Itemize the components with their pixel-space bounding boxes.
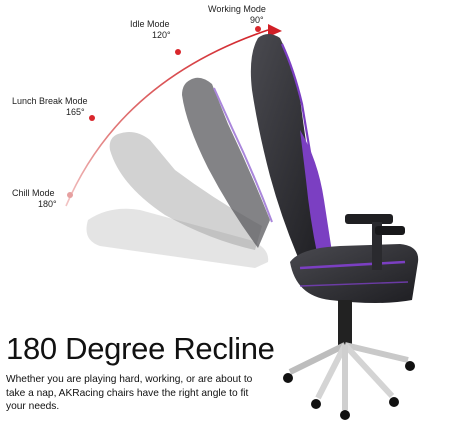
chair-ghost-120 — [182, 77, 273, 248]
mode-label-idle: Idle Mode 120° — [130, 19, 171, 41]
mode-name: Chill Mode — [12, 188, 55, 198]
chair-upright — [250, 34, 419, 420]
mode-angle: 120° — [152, 30, 171, 40]
mode-label-chill: Chill Mode 180° — [12, 188, 57, 210]
mode-name: Idle Mode — [130, 19, 170, 29]
headline: 180 Degree Recline — [6, 331, 275, 366]
mode-angle: 90° — [250, 15, 264, 25]
recline-arc — [65, 29, 269, 207]
arc-arrowhead — [268, 24, 282, 37]
mode-name: Working Mode — [208, 4, 266, 14]
arc-dot-180 — [67, 192, 73, 198]
arc-dot-90 — [255, 26, 261, 32]
chair-ghost-180 — [86, 208, 269, 268]
description: Whether you are playing hard, working, o… — [6, 374, 253, 412]
chair-ghost-165 — [109, 132, 263, 250]
mode-angle: 180° — [38, 199, 57, 209]
mode-label-lunch-break: Lunch Break Mode 165° — [12, 96, 88, 118]
arc-dot-165 — [89, 115, 95, 121]
mode-angle: 165° — [66, 107, 85, 117]
mode-name: Lunch Break Mode — [12, 96, 88, 106]
arc-dot-120 — [175, 49, 181, 55]
mode-label-working: Working Mode 90° — [208, 4, 266, 26]
